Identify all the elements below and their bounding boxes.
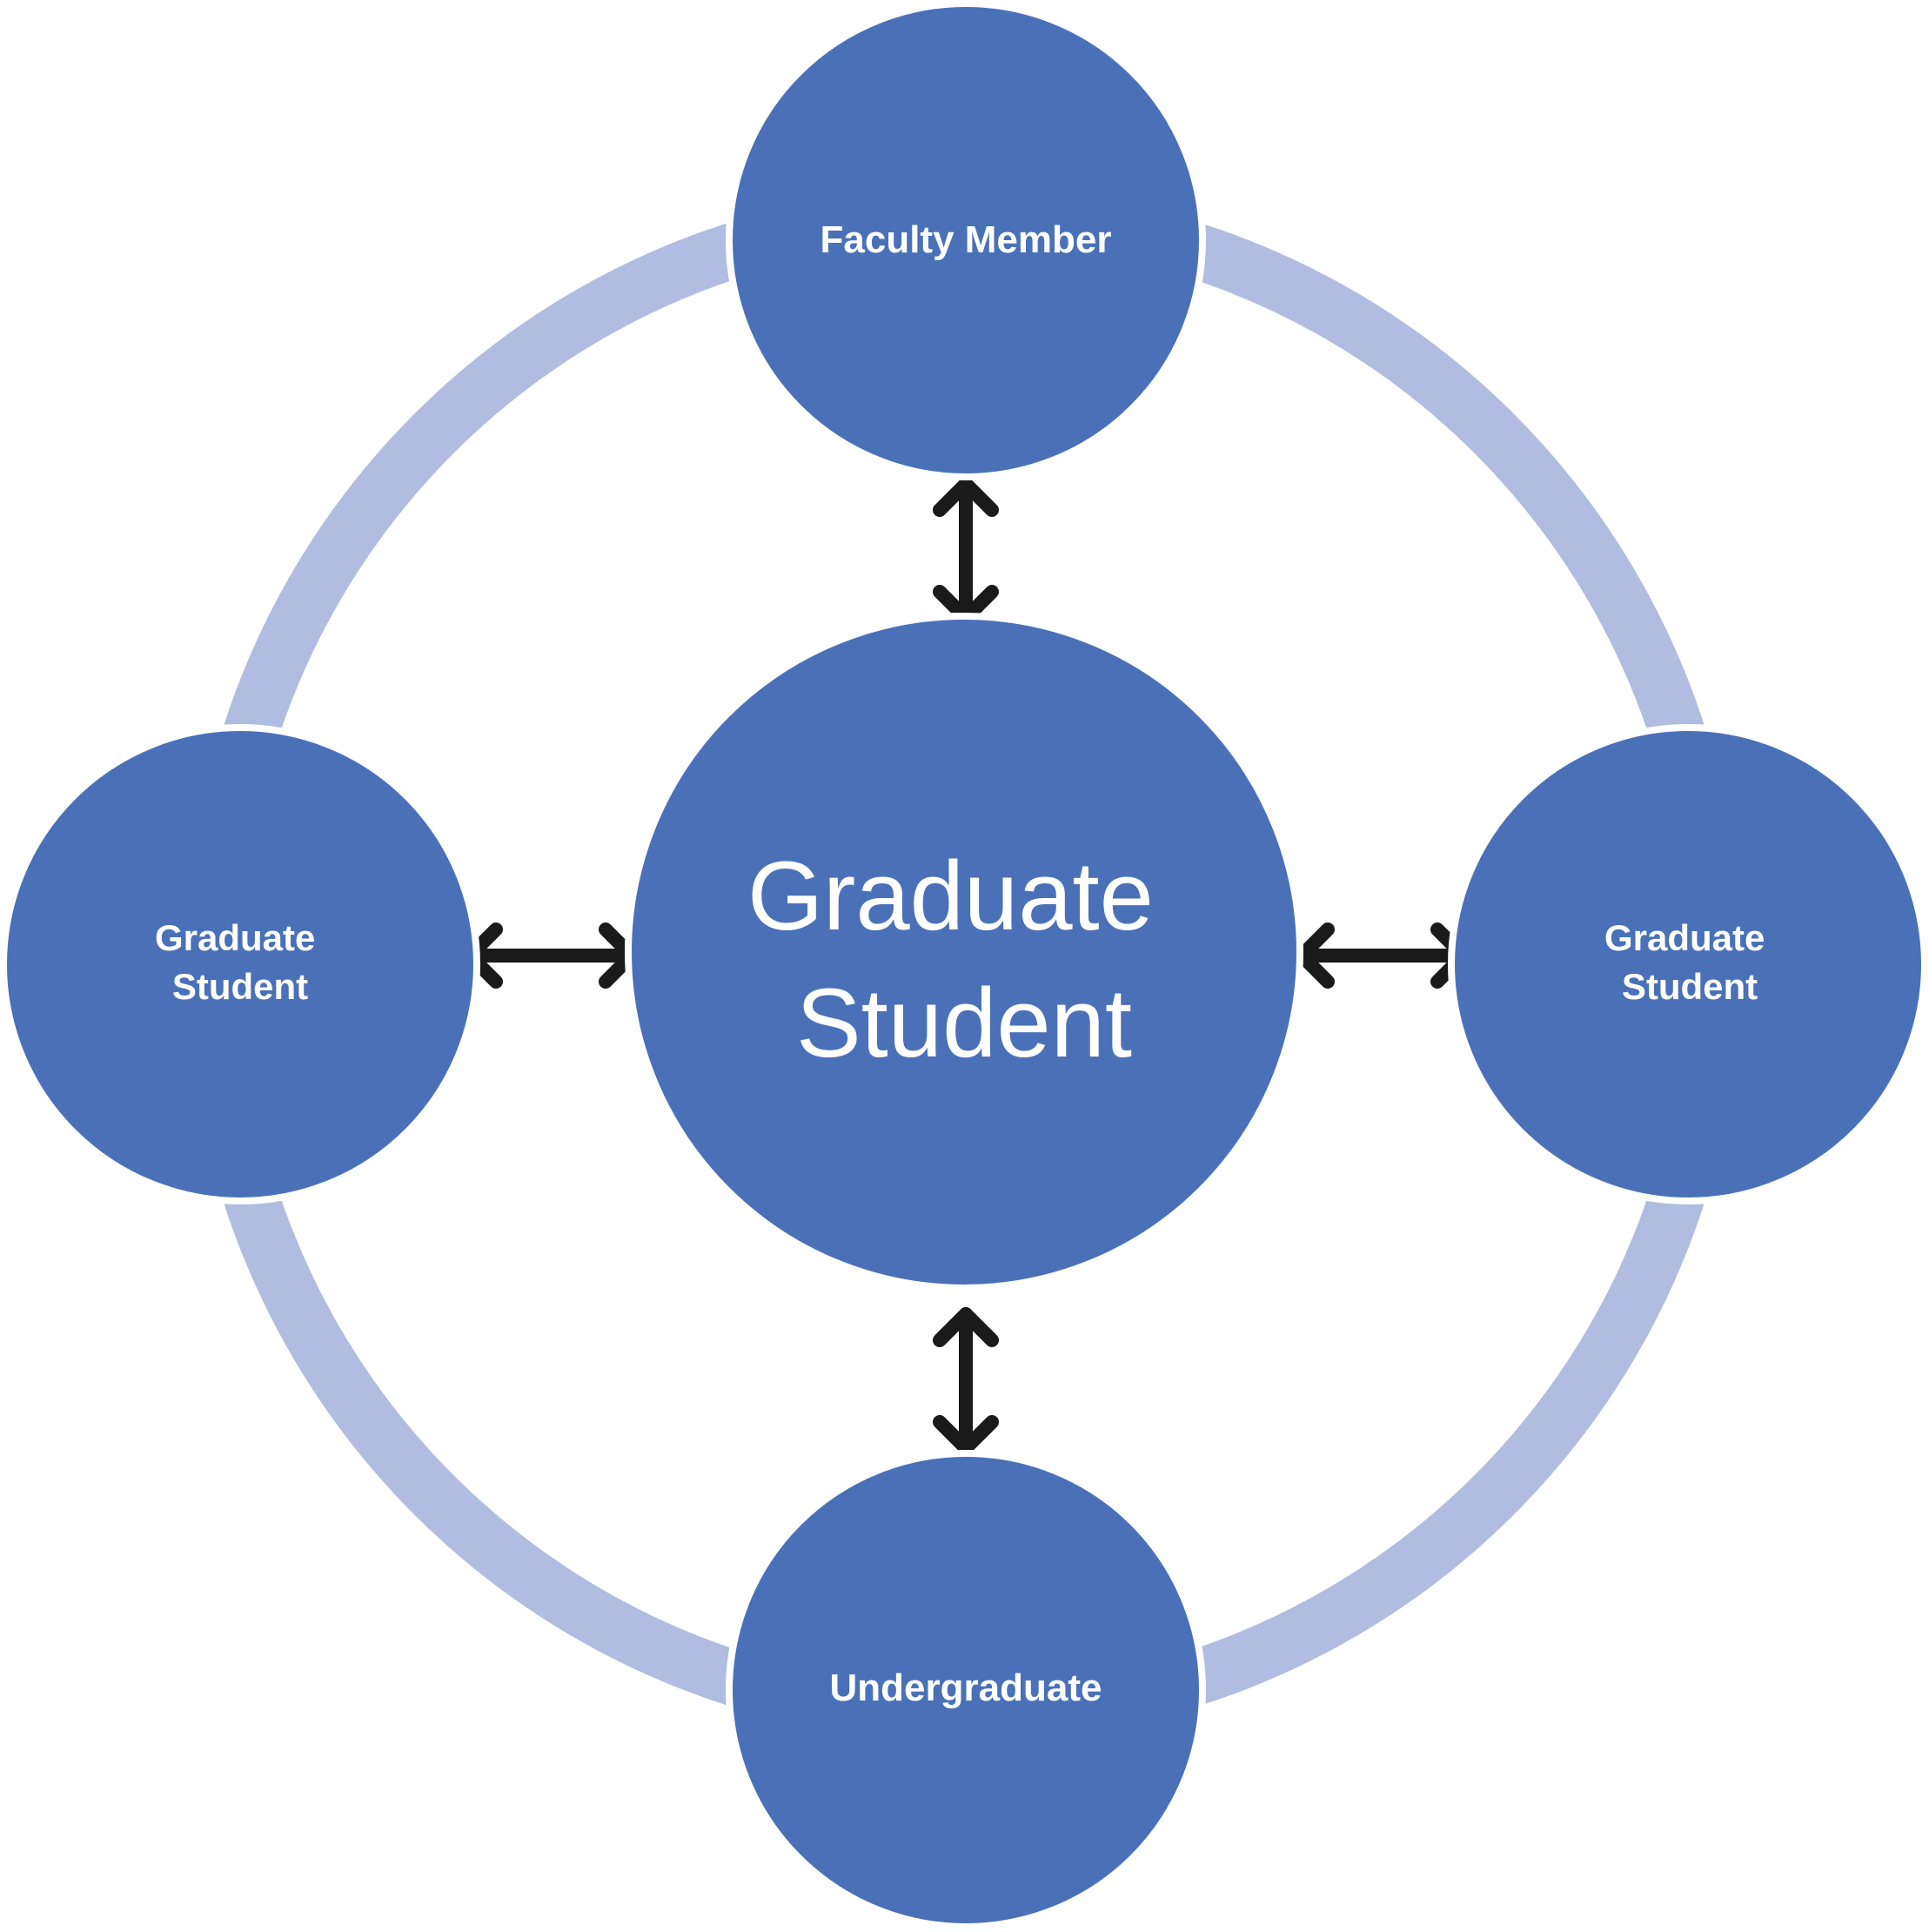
node-center-circle [625, 613, 1303, 1291]
node-bottom-label: Undergraduate [830, 1667, 1102, 1709]
node-top-circle [726, 0, 1206, 480]
node-center-label: Graduate Student [747, 842, 1181, 1077]
node-right-label: Graduate Student [1604, 917, 1775, 1007]
node-right-circle [1448, 724, 1928, 1204]
node-top-label: Faculty Member [820, 218, 1112, 261]
node-left-label: Graduate Student [155, 917, 325, 1007]
arrow-center-left [463, 922, 639, 989]
node-bottom-circle [726, 1450, 1206, 1930]
node-left-circle [0, 724, 480, 1204]
arrow-center-bottom [933, 1307, 999, 1455]
arrow-center-right [1295, 922, 1470, 989]
arrow-center-top [933, 477, 999, 625]
